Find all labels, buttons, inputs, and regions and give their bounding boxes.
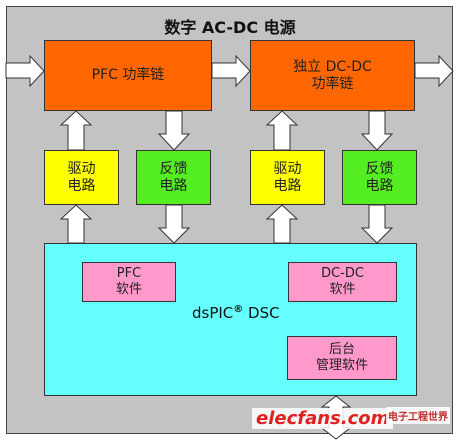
feedback-circuit-dcdc-label-1: 反馈: [365, 160, 394, 177]
dsc-to-drive2-arrow: [265, 204, 299, 244]
feedback-circuit-pfc-label-1: 反馈: [159, 160, 188, 177]
diagram-title: 数字 AC-DC 电源: [164, 18, 296, 37]
drive-circuit-dcdc-label-1: 驱动: [273, 160, 302, 177]
input-arrow: [5, 54, 45, 88]
pfc-software-label-1: PFC: [116, 266, 142, 282]
feedback-circuit-dcdc-label-2: 电路: [365, 177, 394, 194]
background-management-software: 后台 管理软件: [287, 336, 397, 380]
pfc-power-chain-label: PFC 功率链: [91, 67, 165, 84]
dcdc-software-label-2: 软件: [329, 282, 356, 297]
dcdc-power-chain: 独立 DC-DC 功率链: [250, 40, 415, 111]
dcdc-software: DC-DC 软件: [288, 262, 397, 302]
feedback-circuit-pfc-label-2: 电路: [159, 177, 188, 194]
pfc-software: PFC 软件: [82, 262, 176, 302]
drive1-up-arrow: [59, 110, 93, 151]
drive2-up-arrow: [265, 110, 299, 151]
dcdc-power-chain-label-1: 独立 DC-DC: [293, 58, 372, 75]
dsc-to-drive1-arrow: [59, 204, 93, 244]
mgmt-software-label-1: 后台: [328, 342, 355, 358]
drive-circuit-pfc: 驱动 电路: [44, 150, 119, 205]
dcdc-power-chain-label-2: 功率链: [311, 75, 354, 92]
output-arrow: [414, 54, 454, 88]
dsc-suffix: DSC: [243, 304, 280, 322]
pfc-software-label-2: 软件: [115, 282, 142, 297]
dsc-name: dsPIC: [192, 304, 234, 322]
watermark-badge: 电子工程世界: [386, 407, 450, 424]
feedback2-down-arrow: [360, 110, 394, 151]
drive-circuit-dcdc: 驱动 电路: [250, 150, 325, 205]
drive-circuit-pfc-label-2: 电路: [67, 177, 96, 194]
pfc-power-chain: PFC 功率链: [44, 40, 212, 111]
mgmt-software-label-2: 管理软件: [315, 358, 368, 373]
feedback1-to-dsc-arrow: [157, 204, 191, 244]
feedback2-to-dsc-arrow: [360, 204, 394, 244]
feedback1-down-arrow: [157, 110, 191, 151]
registered-mark: ®: [233, 304, 244, 315]
drive-circuit-dcdc-label-2: 电路: [273, 177, 302, 194]
dcdc-software-label-1: DC-DC: [321, 266, 364, 282]
feedback-circuit-dcdc: 反馈 电路: [342, 150, 417, 205]
dspic-dsc-label: dsPIC® DSC: [192, 304, 280, 322]
drive-circuit-pfc-label-1: 驱动: [67, 160, 96, 177]
feedback-circuit-pfc: 反馈 电路: [136, 150, 211, 205]
pfc-to-dcdc-arrow: [211, 54, 251, 88]
watermark-site: elecfans.com: [252, 408, 394, 429]
